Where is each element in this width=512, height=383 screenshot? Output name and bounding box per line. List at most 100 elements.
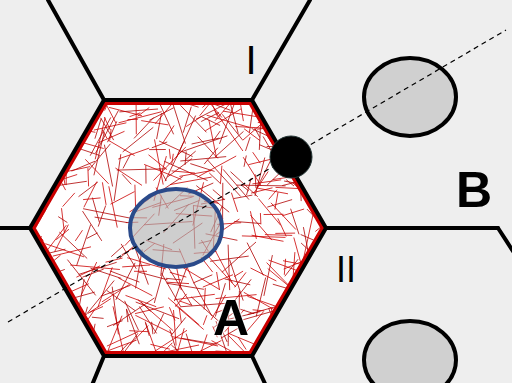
fiber [235, 127, 284, 130]
fiber [126, 295, 157, 306]
fiber [321, 141, 322, 174]
fiber [115, 168, 142, 185]
fiber [50, 309, 63, 327]
fiber [104, 145, 112, 187]
fiber [35, 348, 48, 358]
fiber [289, 300, 290, 315]
fiber [154, 314, 163, 334]
fiber [186, 151, 196, 160]
fiber [72, 161, 96, 171]
fiber [71, 302, 72, 329]
fiber [60, 322, 71, 333]
fiber [149, 149, 166, 150]
fiber [163, 126, 174, 144]
fiber [145, 165, 146, 183]
fiber [284, 181, 327, 189]
fiber [162, 273, 181, 306]
fiber [265, 234, 292, 236]
fiber [31, 342, 55, 344]
fiber [127, 309, 140, 344]
fiber [85, 159, 108, 184]
fiber [58, 217, 67, 223]
fiber [303, 288, 328, 318]
fiber [98, 206, 106, 227]
fiber [95, 217, 128, 223]
fiber [53, 247, 91, 256]
fiber [123, 333, 138, 354]
fiber [141, 302, 151, 312]
fiber [168, 298, 199, 325]
nucleus [130, 189, 222, 267]
fiber [172, 337, 218, 346]
fiber [265, 111, 304, 115]
fiber [27, 95, 36, 114]
fiber [114, 154, 121, 201]
fiber [40, 113, 53, 120]
fiber [107, 290, 136, 310]
fiber [23, 143, 47, 148]
fiber [246, 137, 251, 151]
cell-label: B [456, 165, 492, 215]
fiber [92, 198, 99, 223]
fiber [30, 323, 57, 338]
fiber [313, 327, 315, 359]
fiber [123, 127, 154, 152]
fiber [70, 100, 77, 108]
fiber [36, 257, 44, 289]
fiber [283, 111, 325, 129]
fiber [61, 102, 64, 145]
fiber [110, 271, 139, 282]
fiber [41, 340, 76, 351]
fiber [34, 328, 42, 369]
fiber [134, 271, 147, 272]
fiber [278, 109, 293, 113]
fiber [260, 213, 262, 224]
fiber [55, 328, 56, 339]
fiber [145, 322, 149, 336]
fiber [244, 156, 246, 167]
fiber [102, 182, 106, 205]
fiber [108, 140, 134, 155]
fiber [53, 167, 90, 175]
fiber [60, 315, 68, 333]
fiber [207, 160, 241, 197]
fiber [69, 85, 73, 132]
fiber [180, 105, 206, 132]
fiber [37, 334, 49, 374]
fiber [204, 288, 205, 310]
fiber [106, 258, 123, 262]
fiber [34, 309, 70, 331]
fiber [323, 288, 328, 304]
fiber [70, 308, 75, 317]
fiber [46, 169, 59, 171]
fiber [301, 322, 325, 347]
fiber [179, 308, 181, 323]
fiber [20, 309, 47, 311]
fiber [119, 109, 158, 112]
fiber [213, 105, 218, 117]
fiber [315, 282, 323, 325]
region-label: I [245, 40, 256, 80]
fiber [282, 86, 298, 120]
fiber [295, 272, 329, 307]
fiber [63, 193, 75, 207]
fiber [237, 185, 286, 187]
fiber [180, 136, 227, 152]
fiber [305, 297, 341, 305]
fiber [179, 171, 211, 177]
fiber [291, 121, 326, 130]
fiber [46, 119, 65, 139]
fiber [244, 129, 260, 141]
fiber [268, 345, 283, 346]
fiber [287, 310, 303, 317]
fiber [175, 294, 215, 299]
fiber [179, 301, 192, 305]
fiber [253, 152, 261, 163]
fiber [109, 186, 118, 227]
fiber [152, 142, 167, 148]
fiber [51, 298, 69, 341]
fiber [275, 192, 278, 209]
fiber [83, 209, 130, 219]
fiber [94, 123, 127, 130]
fiber [87, 168, 89, 186]
